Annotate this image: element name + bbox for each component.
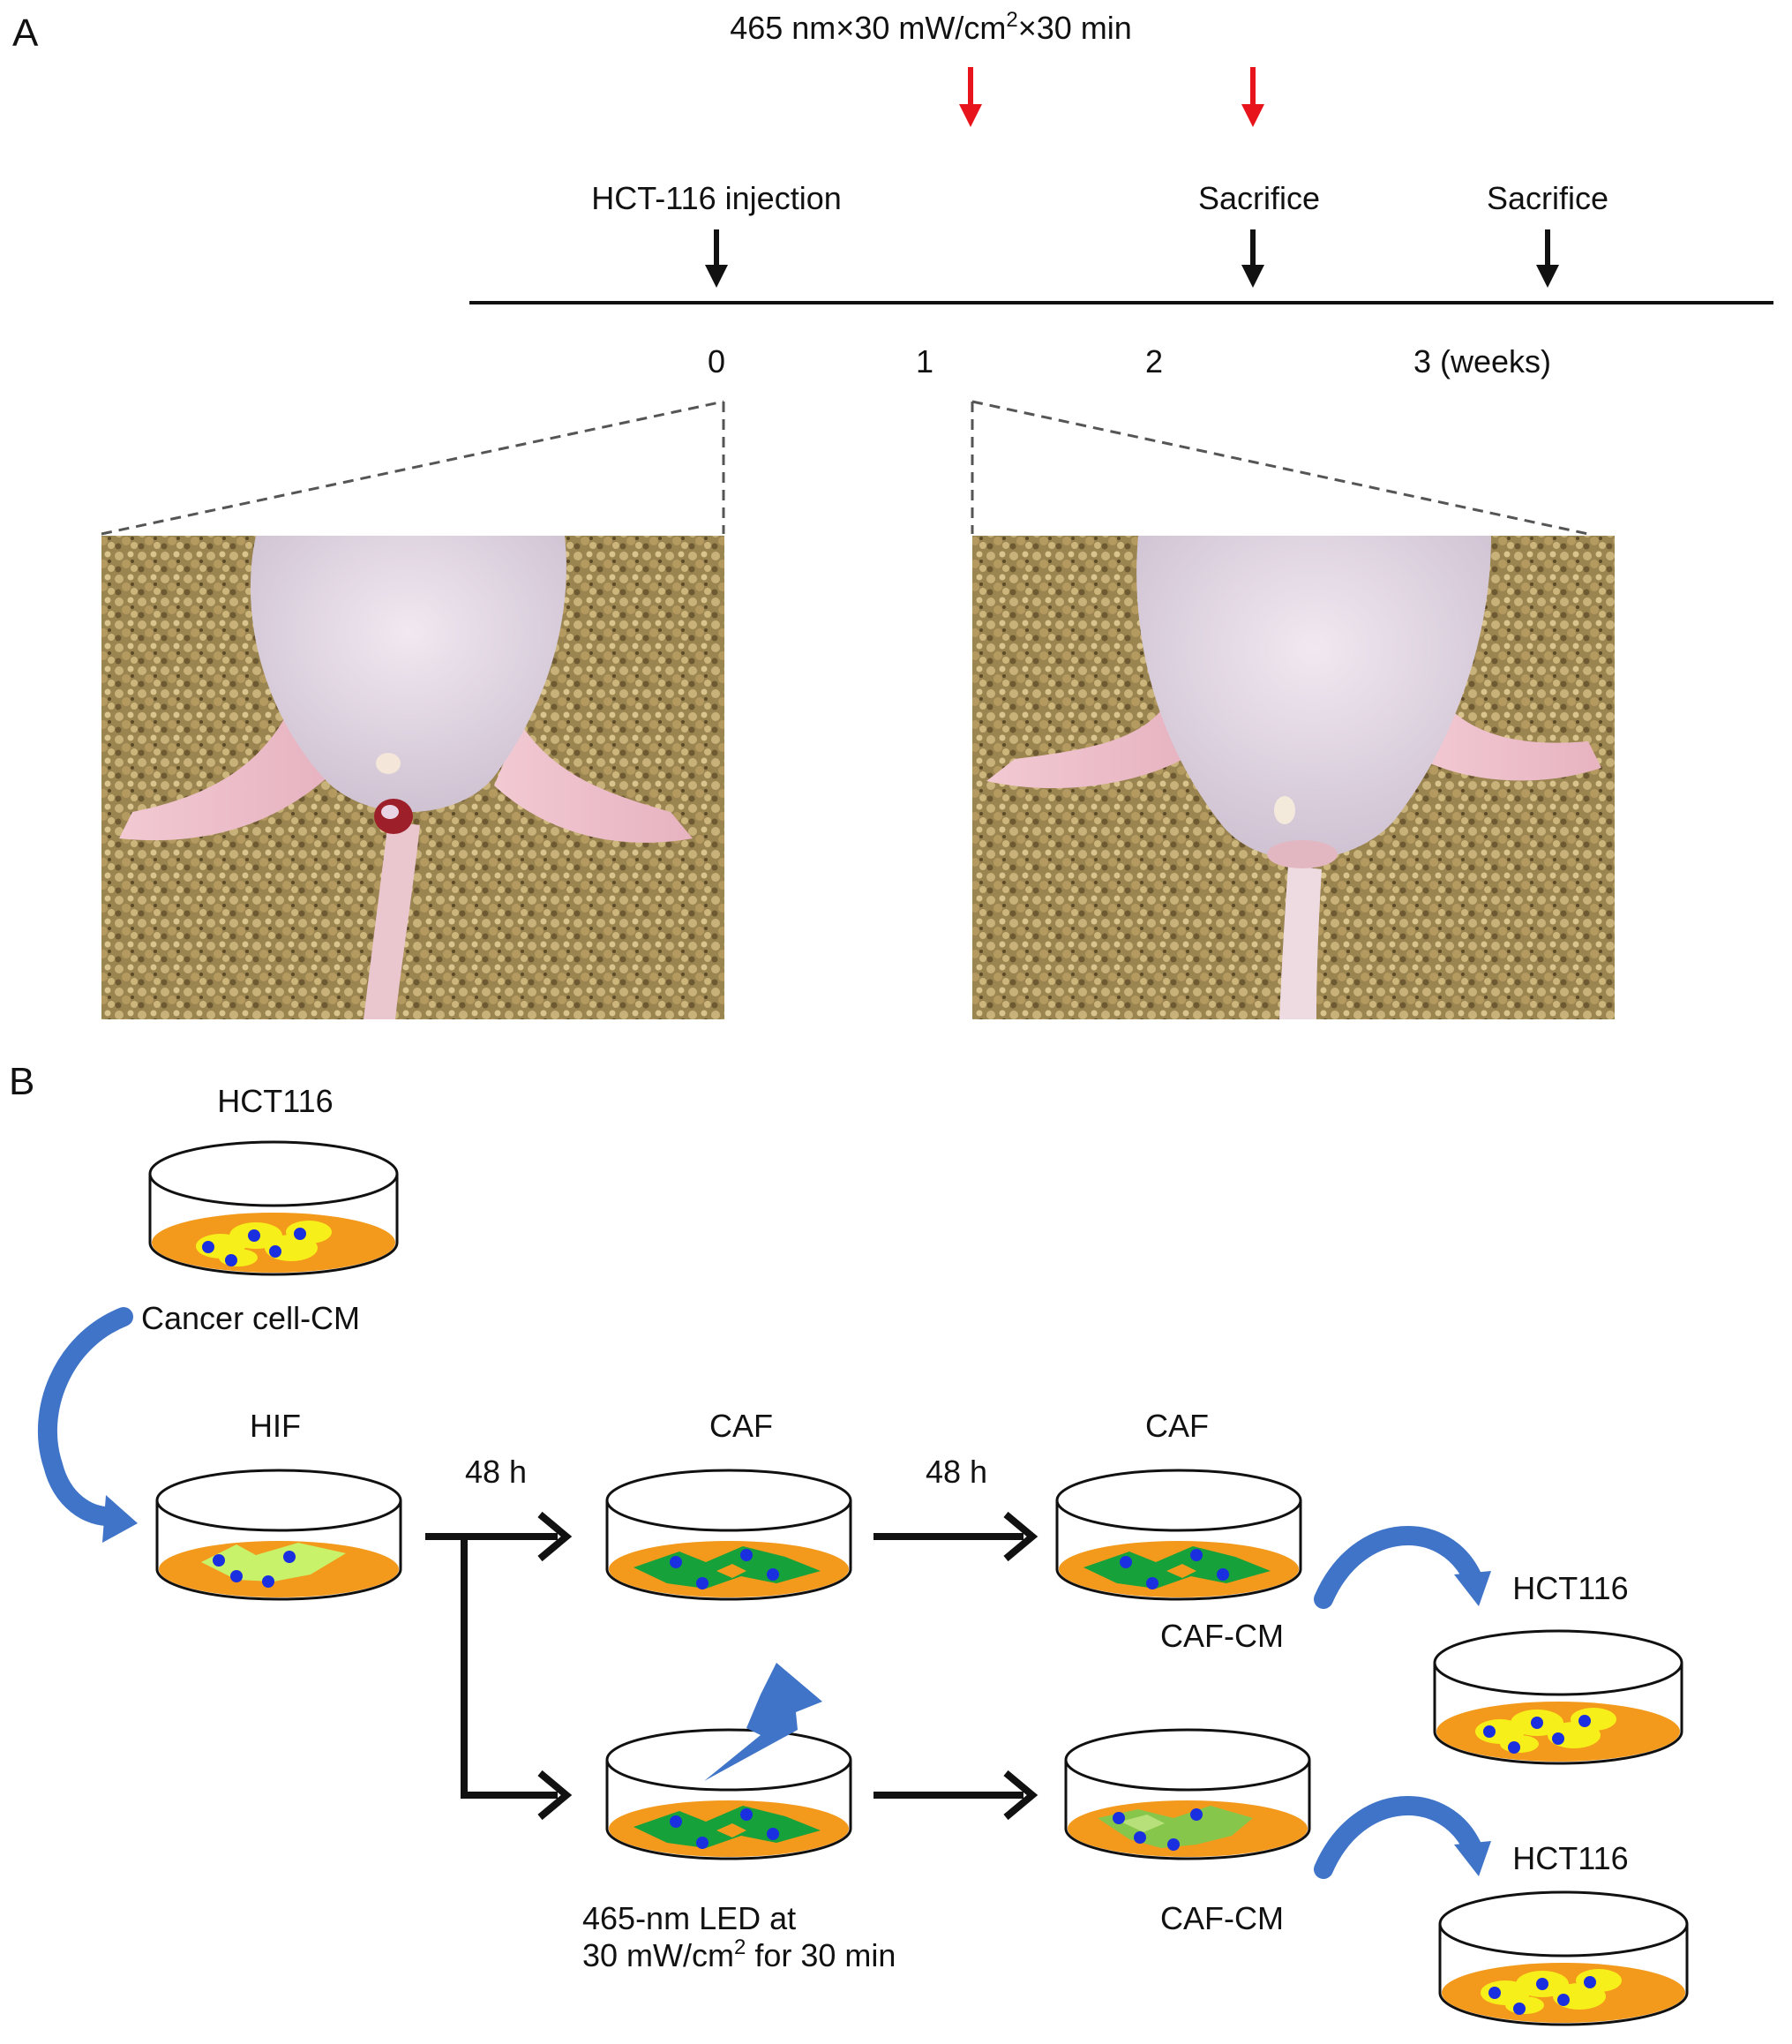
mouse-after-treatment-photo (972, 536, 1615, 1019)
treatment-arrow-2 (1241, 67, 1264, 127)
injection-arrow (705, 229, 728, 288)
caf-cm-label-1: CAF-CM (1160, 1618, 1284, 1654)
hct116-dish-right-1 (1433, 1629, 1683, 1765)
zoom-lines-left (101, 400, 725, 536)
cancer-cells-top (196, 1221, 332, 1266)
caf-label-1: CAF (709, 1408, 773, 1444)
timeline-tick-1: 1 (916, 343, 933, 379)
timeline-tick-3: 3 (weeks) (1413, 343, 1551, 379)
caf-dish-2 (1055, 1469, 1302, 1601)
cancer-cm-curve-arrow (37, 1307, 138, 1543)
arrow-bottom-2 (874, 1770, 1038, 1821)
sacrifice-arrow-1 (1241, 229, 1264, 288)
caf-cm-curve-arrow-1 (1314, 1525, 1491, 1609)
treatment-arrow-1 (959, 67, 982, 127)
sacrifice-arrow-2 (1536, 229, 1559, 288)
timeline-tick-2: 2 (1145, 343, 1163, 379)
hif-dish (155, 1469, 402, 1601)
caf-cm-curve-arrow-2 (1314, 1795, 1491, 1879)
caf-cm-label-2: CAF-CM (1160, 1900, 1284, 1936)
arrow-48h-2 (874, 1511, 1038, 1562)
led-label-line-1: 465-nm LED at (582, 1900, 796, 1936)
led-label-line-2: 30 mW/cm2 for 30 min (582, 1935, 896, 1973)
time-label-2: 48 h (926, 1454, 987, 1490)
caf-dish-1 (605, 1469, 852, 1601)
panel-a-letter: A (12, 11, 39, 55)
top-dish-label: HCT116 (217, 1083, 333, 1119)
hct116-dish-top (148, 1140, 399, 1276)
hif-label: HIF (250, 1408, 301, 1444)
branch-arrows (425, 1511, 573, 1821)
cancer-cm-label: Cancer cell-CM (141, 1300, 360, 1336)
time-label-1: 48 h (465, 1454, 527, 1490)
injection-label: HCT-116 injection (591, 180, 841, 216)
panel-b-letter: B (9, 1060, 34, 1103)
led-lightning-icon (704, 1663, 822, 1781)
inactivated-caf-dish (1064, 1728, 1311, 1860)
hct-label-2: HCT116 (1512, 1840, 1628, 1876)
hct116-dish-right-2 (1438, 1890, 1689, 2026)
sacrifice-label-2: Sacrifice (1487, 180, 1608, 216)
sacrifice-label-1: Sacrifice (1198, 180, 1320, 216)
caf-label-2: CAF (1145, 1408, 1209, 1444)
hct-label-1: HCT116 (1512, 1570, 1628, 1606)
zoom-lines-right (971, 400, 1589, 536)
timeline-tick-0: 0 (708, 343, 725, 379)
led-dish (605, 1728, 852, 1860)
treatment-label: 465 nm×30 mW/cm2×30 min (730, 8, 1132, 46)
mouse-before-treatment-photo (101, 536, 724, 1019)
